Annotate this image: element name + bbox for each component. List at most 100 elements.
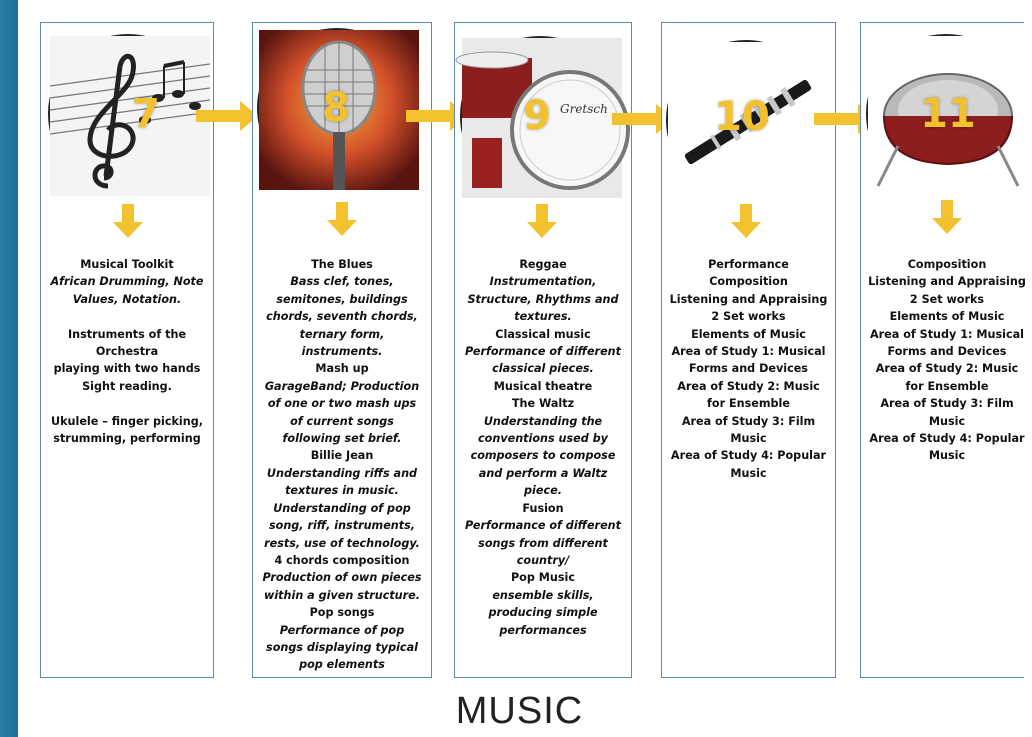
topic-line: Instrumentation, [489, 275, 597, 289]
topic-line: songs displaying typical [266, 640, 418, 654]
topic-line: Forms and Devices [689, 362, 808, 376]
topic-line: Area of Study 4: Popular [670, 449, 827, 463]
topic-line: Fusion [522, 501, 564, 515]
topic-line: Reggae [519, 258, 567, 271]
topic-line: Sight reading. [82, 379, 172, 393]
topic-line: 2 Set works [711, 310, 786, 324]
topic-line: Understanding riffs and [266, 466, 418, 480]
topic-line: 4 chords composition [274, 553, 410, 567]
topic-line: Pop Music [510, 571, 575, 585]
topic-line: Listening and Appraising [868, 275, 1026, 289]
topic-line: rests, use of technology. [264, 536, 420, 550]
topic-line: Classical music [495, 327, 591, 341]
year-10-number: 10 [714, 93, 770, 140]
year-9-number: 9 [523, 93, 551, 139]
drum-kit-icon [455, 38, 630, 198]
page-title: MUSIC [455, 690, 584, 732]
topic-line: performances [499, 623, 587, 637]
topic-line: Elements of Music [889, 310, 1005, 324]
treble-clef-icon [49, 36, 211, 196]
topic-line: Elements of Music [691, 327, 806, 341]
topic-line: Area of Study 3: Film [681, 414, 816, 428]
topic-line: producing simple [488, 606, 598, 620]
topic-line: Area of Study 1: Musical [870, 327, 1024, 341]
right-arrow-icon [612, 104, 674, 134]
topic-line: Instruments of the [67, 327, 187, 341]
topic-line: African Drumming, Note [50, 275, 204, 289]
topic-line: The Blues [311, 258, 373, 271]
down-arrow-icon [527, 204, 557, 238]
year-7-image: 7 [48, 34, 211, 196]
down-arrow-icon [327, 202, 357, 236]
topic-line: Understanding of pop [273, 501, 411, 515]
topic-line: song, riff, instruments, [268, 519, 416, 533]
year-11-number: 11 [920, 91, 976, 137]
topic-line: Area of Study 1: Musical [671, 345, 826, 359]
topic-line: Music [730, 466, 767, 480]
topic-line: Music [928, 449, 966, 463]
year-10-image: 10 [666, 40, 828, 202]
year-8-image: 8 [257, 28, 419, 190]
steel-pan-icon [868, 36, 1028, 196]
down-arrow-icon [731, 204, 761, 238]
topic-line: of one or two mash ups [267, 397, 417, 411]
topic-line: Music [928, 414, 966, 428]
topic-line: Billie Jean [310, 449, 374, 463]
microphone-icon [259, 30, 419, 190]
topic-line: The Waltz [511, 397, 575, 411]
topic-line: ternary form, [299, 327, 385, 341]
topic-line: Performance of different [465, 345, 621, 359]
topic-line: Orchestra [95, 345, 159, 359]
right-arrow-icon [406, 101, 468, 131]
topic-line: Understanding the [483, 414, 603, 428]
topic-line: 2 Set works [909, 292, 985, 306]
topic-line: ensemble skills, [492, 588, 594, 602]
topic-line: for Ensemble [905, 379, 989, 393]
topic-line: Area of Study 4: Popular [869, 432, 1025, 446]
year-9-image: 9 Gretsch [455, 36, 630, 198]
topic-line: textures. [514, 310, 572, 324]
topic-line: Forms and Devices [887, 345, 1007, 359]
topic-line: Performance [708, 258, 789, 271]
right-arrow-icon [196, 101, 258, 131]
topic-line: chords, seventh chords, [266, 310, 418, 324]
year-7-number: 7 [132, 91, 160, 137]
drum-brand-label: Gretsch [560, 102, 608, 116]
topic-line: strumming, performing [53, 432, 201, 446]
topic-line: Performance of different [465, 519, 621, 533]
topic-line: following set brief. [282, 432, 402, 446]
topic-line: Area of Study 2: Music [677, 379, 820, 393]
down-arrow-icon [932, 200, 962, 234]
topic-line: songs from different [478, 536, 608, 550]
topic-line: Ukulele – finger picking, [51, 414, 203, 428]
topic-line: composers to compose [470, 449, 616, 463]
topic-line: Production of own pieces [262, 571, 422, 585]
year-11-image: 11 [866, 34, 1028, 196]
topic-line: Mash up [315, 362, 369, 376]
topic-line: Composition [709, 275, 788, 289]
topic-line: instruments. [301, 345, 383, 359]
topic-line: Pop songs [309, 606, 375, 620]
topic-line: for Ensemble [707, 397, 790, 411]
topic-line: Area of Study 2: Music [875, 362, 1019, 376]
topic-line: Bass clef, tones, [290, 275, 394, 289]
topic-line: and perform a Waltz [478, 466, 608, 480]
topic-line: country/ [516, 553, 570, 567]
topic-line: Musical theatre [493, 379, 593, 393]
topic-line: piece. [524, 484, 562, 498]
topic-line: Listening and Appraising [669, 292, 828, 306]
topic-line: Music [730, 432, 767, 446]
year-8-number: 8 [322, 85, 350, 131]
topic-line: within a given structure. [264, 588, 420, 602]
topic-line: Composition [907, 258, 987, 271]
topic-line: semitones, buildings [276, 292, 408, 306]
topic-line: Performance of pop [279, 623, 405, 637]
topic-line: pop elements [299, 658, 385, 672]
spacer [42, 395, 212, 412]
